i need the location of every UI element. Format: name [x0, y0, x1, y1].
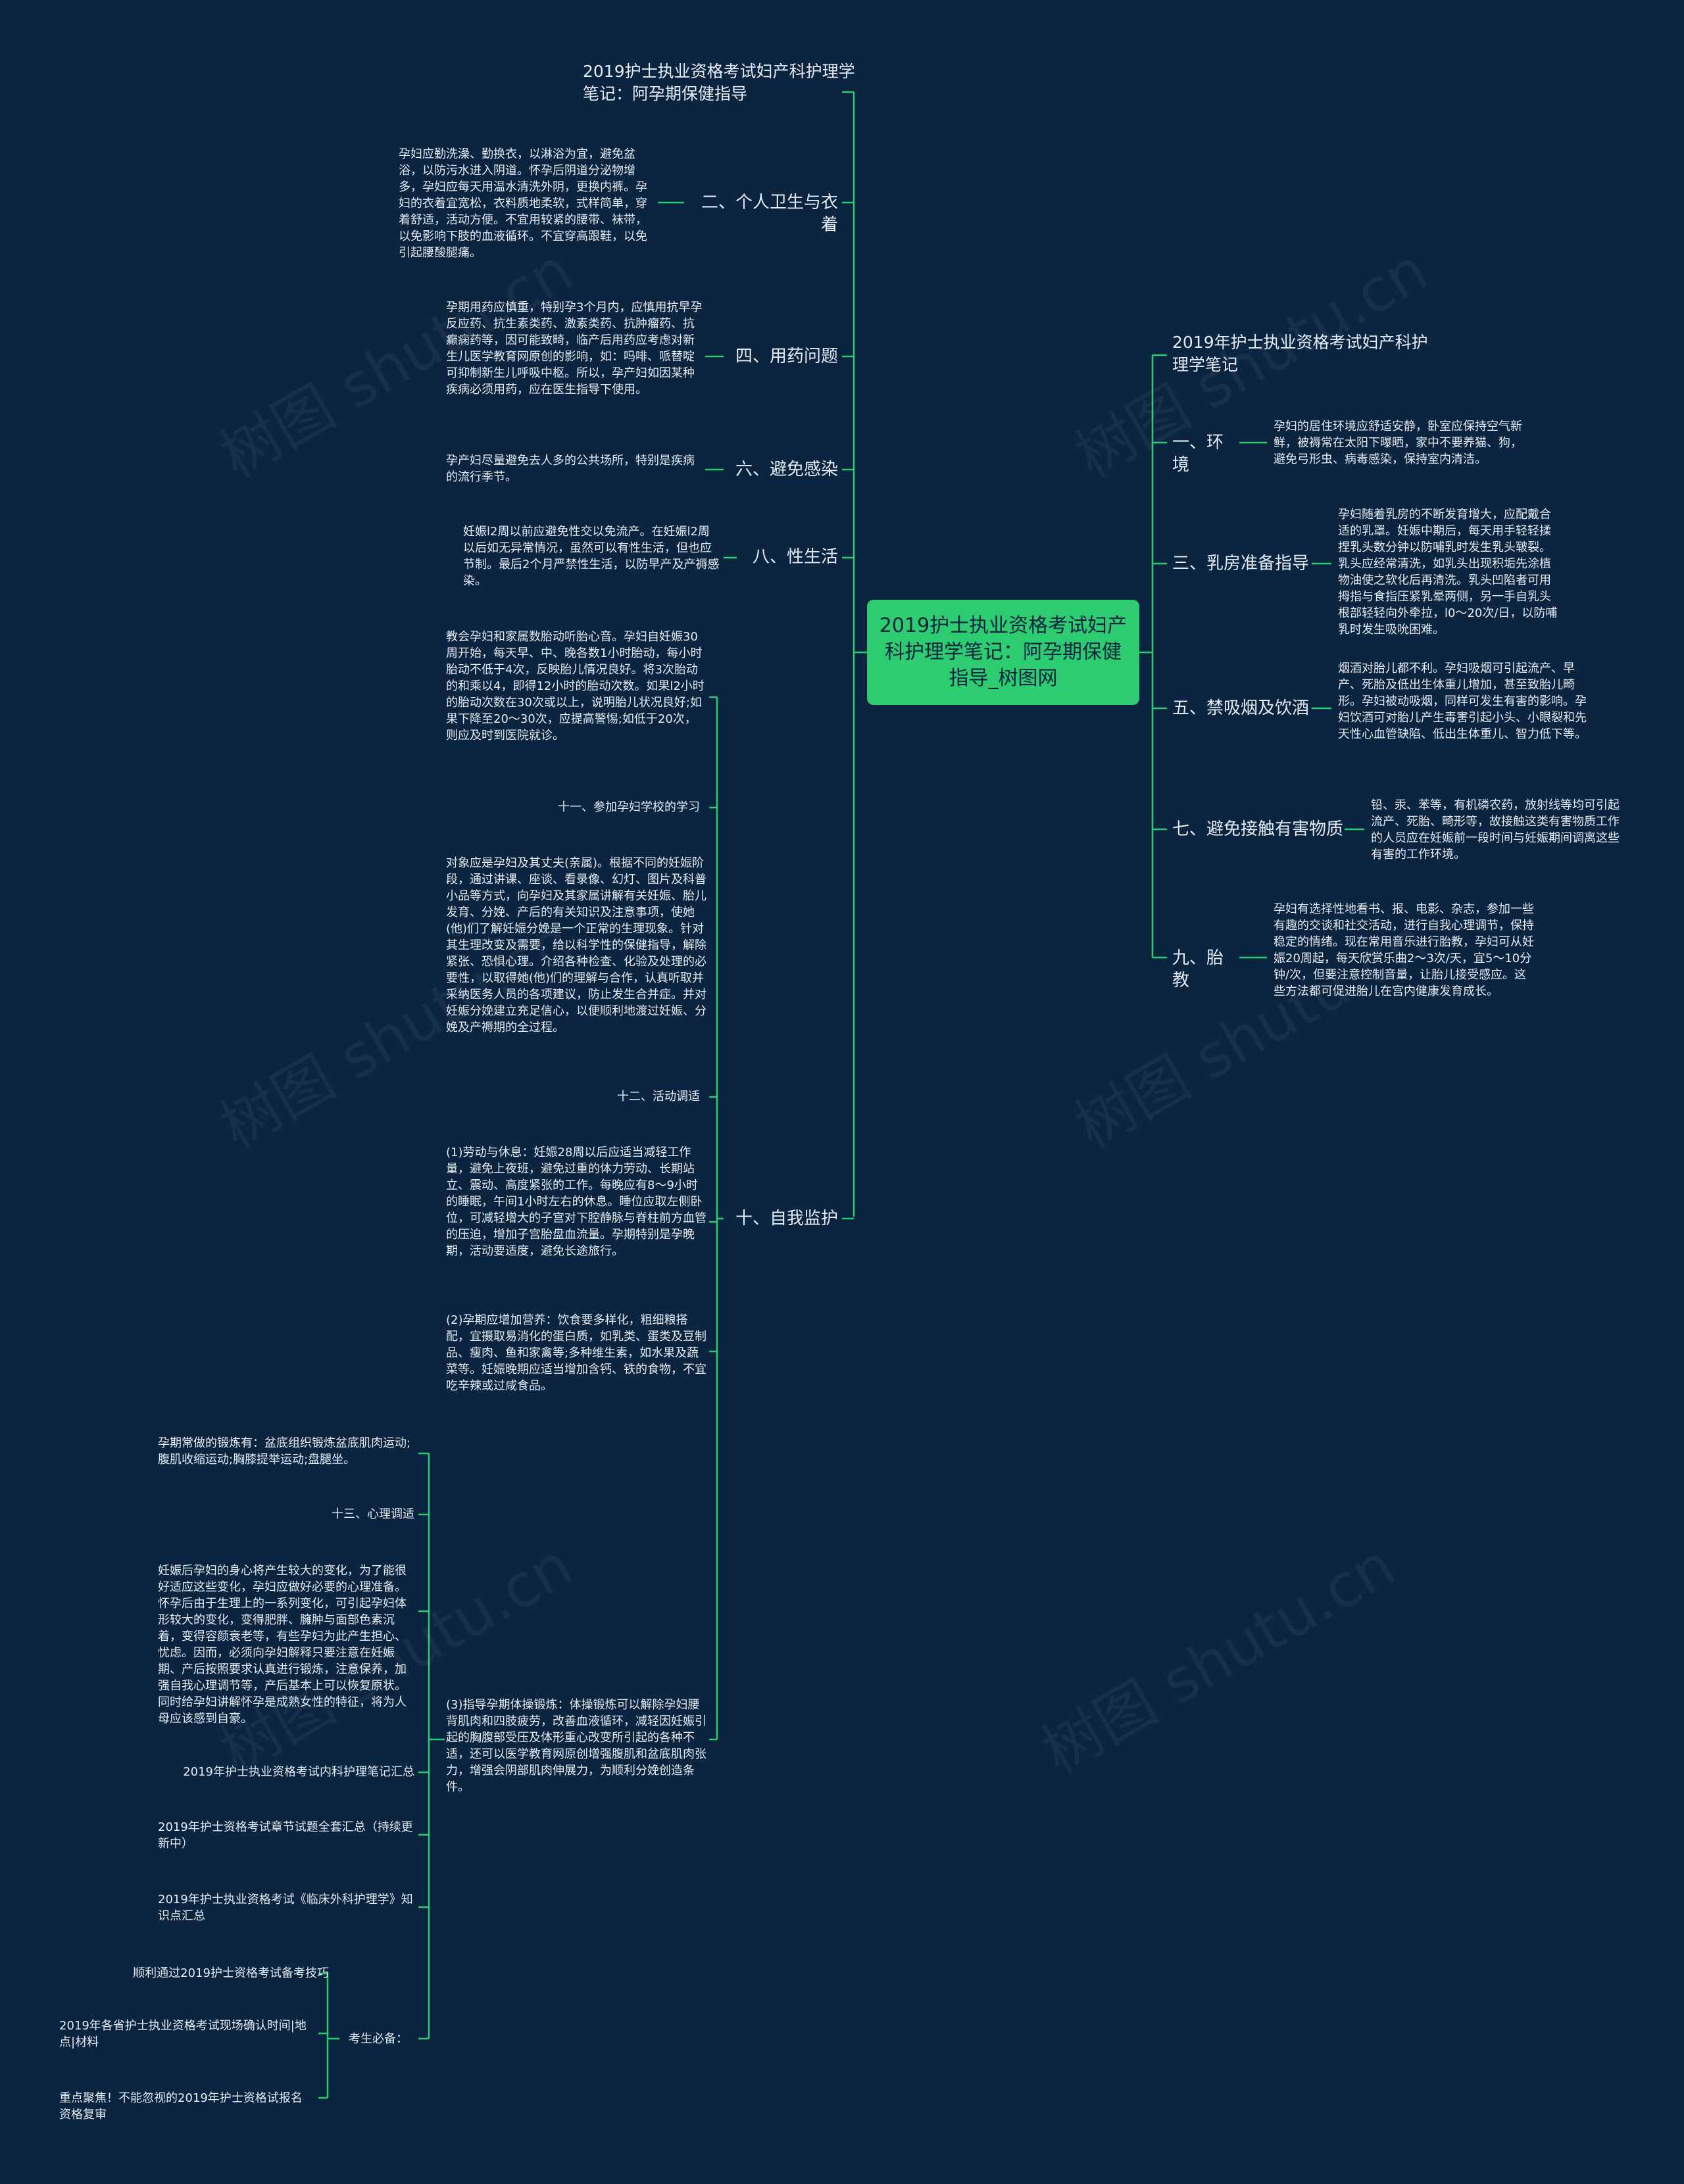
- branch-medication[interactable]: 四、用药问题: [735, 347, 838, 366]
- school-node[interactable]: 十一、参加孕妇学校的学习: [558, 800, 700, 814]
- branch-sex[interactable]: 八、性生活: [752, 547, 838, 567]
- must-have-node[interactable]: 考生必备：: [349, 2032, 408, 2046]
- harmful-substances-text: 铅、汞、苯等，有机磷农药，放射线等均可引起流产、死胎、畸形等，故接触这类有害物质…: [1371, 798, 1620, 861]
- exercise-items-text: 孕期常做的锻炼有：盆底组织锻炼盆底肌肉运动;腹肌收缩运动;胸膝提举运动;盘腿坐。: [158, 1436, 411, 1467]
- sex-text: 妊娠l2周以前应避免性交以免流产。在妊娠l2周以后如无异常情况，虽然可以有性生活…: [463, 525, 720, 588]
- breast-prep-text: 孕妇随着乳房的不断发育增大，应配戴合适的乳罩。妊娠中期后，每天用手轻轻揉捏乳头数…: [1338, 508, 1558, 637]
- link-exam-tips[interactable]: 顺利通过2019护士资格考试备考技巧: [133, 1966, 329, 1980]
- link-internal-medicine[interactable]: 2019年护士执业资格考试内科护理笔记汇总: [183, 1765, 414, 1779]
- branch-breast-prep[interactable]: 三、乳房准备指导: [1172, 554, 1310, 573]
- root-node[interactable]: 2019护士执业资格考试妇产科护理学笔记：阿孕期保健指导_树图网: [867, 600, 1139, 705]
- medication-text: 孕期用药应慎重，特别孕3个月内，应慎用抗早孕反应药、抗生素类药、激素类药、抗肿瘤…: [446, 301, 703, 397]
- hygiene-text: 孕妇应勤洗澡、勤换衣，以淋浴为宜，避免盆浴，以防污水进入阴道。怀孕后阴道分泌物增…: [399, 147, 647, 260]
- right-title-node[interactable]: 2019年护士执业资格考试妇产科护理学笔记: [1172, 333, 1428, 374]
- psych-node[interactable]: 十三、心理调适: [332, 1507, 414, 1521]
- branch-self-monitor[interactable]: 十、自我监护: [735, 1209, 838, 1228]
- fetal-count-text: 教会孕妇和家属数胎动听胎心音。孕妇自妊娠30周开始，每天早、中、晚各数1小时胎动…: [446, 630, 705, 742]
- branch-no-smoking[interactable]: 五、禁吸烟及饮酒: [1172, 698, 1310, 718]
- school-text: 对象应是孕妇及其丈夫(亲属)。根据不同的妊娠阶段，通过讲课、座谈、看录像、幻灯、…: [446, 856, 706, 1034]
- rest-text: (1)劳动与休息：妊娠28周以后应适当减轻工作量，避免上夜班，避免过重的体力劳动…: [446, 1146, 706, 1258]
- branch-environment[interactable]: 一、环境: [1172, 433, 1224, 475]
- psych-text: 妊娠后孕妇的身心将产生较大的变化，为了能很好适应这些变化，孕妇应做好必要的心理准…: [158, 1564, 407, 1726]
- link-chapter-tests[interactable]: 2019年护士资格考试章节试题全套汇总（持续更新中）: [158, 1820, 413, 1851]
- nutrition-text: (2)孕期应增加营养：饮食要多样化，粗细粮搭配，宜摄取易消化的蛋白质，如乳类、蛋…: [446, 1313, 706, 1393]
- link-eligibility-review[interactable]: 重点聚焦！不能忽视的2019年护士资格试报名资格复审: [59, 2091, 303, 2122]
- branch-harmful-substances[interactable]: 七、避免接触有害物质: [1172, 819, 1344, 839]
- branch-hygiene[interactable]: 二、个人卫生与衣着: [701, 193, 838, 235]
- no-smoking-text: 烟酒对胎儿都不利。孕妇吸烟可引起流产、早产、死胎及低出生体重儿增加，甚至致胎儿畸…: [1338, 662, 1587, 741]
- link-onsite-confirmation[interactable]: 2019年各省护士执业资格考试现场确认时间|地点|材料: [59, 2019, 307, 2049]
- prenatal-education-text: 孕妇有选择性地看书、报、电影、杂志，参加一些有趣的交谈和社交活动，进行自我心理调…: [1274, 902, 1534, 998]
- exercise-text: (3)指导孕期体操锻炼：体操锻炼可以解除孕妇腰背肌肉和四肢疲劳，改善血液循环，减…: [446, 1698, 706, 1794]
- activity-node[interactable]: 十二、活动调适: [617, 1090, 700, 1104]
- infection-text: 孕产妇尽量避免去人多的公共场所，特别是疾病的流行季节。: [446, 454, 695, 484]
- left-title-node[interactable]: 2019护士执业资格考试妇产科护理学笔记：阿孕期保健指导: [583, 62, 855, 103]
- link-surgical-nursing[interactable]: 2019年护士执业资格考试《临床外科护理学》知识点汇总: [158, 1893, 413, 1923]
- branch-prenatal-education[interactable]: 九、胎教: [1172, 948, 1224, 990]
- branch-infection[interactable]: 六、避免感染: [735, 460, 838, 479]
- environment-text: 孕妇的居住环境应舒适安静，卧室应保持空气新鲜，被褥常在太阳下曝晒，家中不要养猫、…: [1274, 420, 1522, 466]
